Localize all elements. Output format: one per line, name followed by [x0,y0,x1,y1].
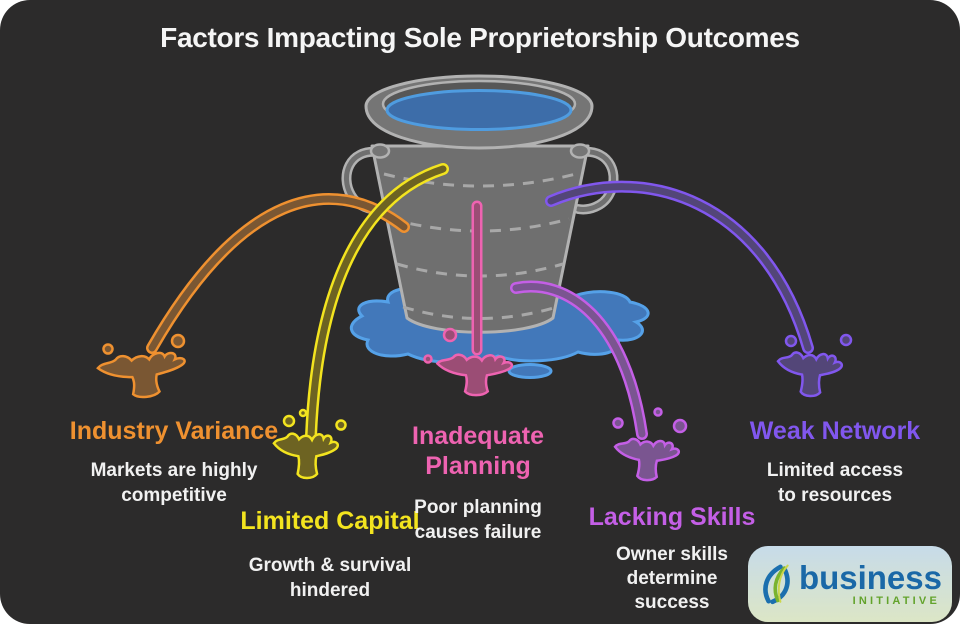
water-surface [385,89,573,131]
logo-tagline-text: INITIATIVE [852,595,940,607]
factor-label: Lacking Skills [588,503,756,531]
factor-description: Owner skills determine success [616,544,728,613]
factor-weak-network: Weak Network Limited access to resources [710,416,960,508]
factor-description: Markets are highly competitive [90,460,258,506]
inadequate-planning-splash [423,327,513,397]
business-initiative-logo: business INITIATIVE [748,546,952,622]
industry-variance-splash [95,333,190,403]
bucket-right-handle [573,146,619,215]
factor-lacking-skills: Lacking Skills Owner skills determine su… [547,502,797,615]
factor-label: Limited Capital [240,507,420,535]
factor-description: Poor planning causes failure [414,497,542,543]
logo-brand-text: business [798,559,942,596]
factor-inadequate-planning: Inadequate Planning Poor planning causes… [378,421,578,545]
puddle-droplet [507,363,553,379]
factor-label: Weak Network [749,417,921,445]
page-title: Factors Impacting Sole Proprietorship Ou… [160,22,800,53]
factor-industry-variance: Industry Variance Markets are highly com… [24,416,324,508]
lacking-skills-splash [612,407,688,483]
factor-description: Growth & survival hindered [248,555,412,601]
weak-network-splash [775,333,853,398]
limited-capital-stream [305,163,449,442]
lacking-skills-stream [510,280,648,440]
leaf-swirl-icon [763,564,790,605]
factor-description: Limited access to resources [766,460,904,506]
weak-network-stream [545,180,814,354]
factor-label: Inadequate Planning [412,422,544,480]
factor-label: Industry Variance [69,417,279,445]
factor-limited-capital: Limited Capital Growth & survival hinder… [180,506,480,603]
limited-capital-splash [272,408,347,479]
